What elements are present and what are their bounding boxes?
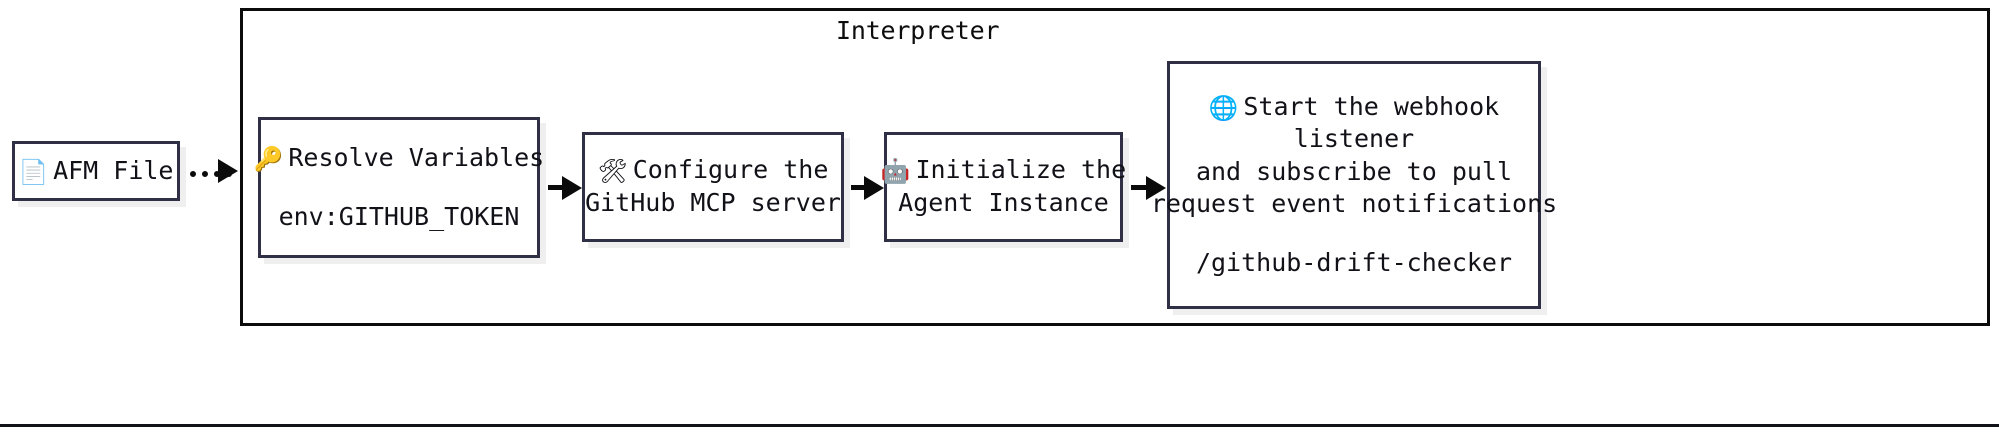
node-start-webhook-listener-line-1: 🌐Start the webhook [1209,91,1499,124]
key-icon: 🔑 [253,144,284,173]
node-initialize-agent-line-1: 🤖Initialize the [881,154,1126,187]
node-configure-github-mcp-line-1: 🛠Configure the [598,154,829,187]
node-start-webhook-listener-line-2: listener [1293,124,1415,154]
robot-icon: 🤖 [880,157,911,186]
node-initialize-agent[interactable]: 🤖Initialize the Agent Instance [881,132,1126,242]
edge-configure-to-initialize [851,185,873,190]
edge-initialize-to-webhook [1131,185,1155,190]
globe-icon: 🌐 [1208,93,1239,122]
node-initialize-agent-line-2: Agent Instance [898,188,1109,218]
node-configure-github-mcp-line-2: GitHub MCP server [585,188,841,218]
node-afm-file[interactable]: 📄AFM File [12,141,180,201]
node-start-webhook-listener-line-4: request event notifications [1150,189,1558,219]
subgraph-interpreter [240,8,1990,326]
node-start-webhook-listener-line-3: and subscribe to pull [1195,156,1513,186]
edge-configure-to-initialize-arrowhead [864,176,884,200]
node-configure-github-mcp-label: Configure the [632,155,829,185]
node-resolve-variables-label: Resolve Variables [288,142,545,172]
node-configure-github-mcp[interactable]: 🛠Configure the GitHub MCP server [582,132,844,242]
node-start-webhook-listener-label: Start the webhook [1243,91,1500,121]
node-start-webhook-listener[interactable]: 🌐Start the webhook listener and subscrib… [1151,61,1557,309]
document-icon: 📄 [18,157,49,186]
edge-afm-to-interpreter [190,171,232,177]
node-resolve-variables-line-1: 🔑Resolve Variables [254,142,544,175]
edge-initialize-to-webhook-arrowhead [1146,176,1166,200]
node-start-webhook-listener-path: /github-drift-checker [1195,247,1513,277]
edge-afm-to-interpreter-arrowhead [218,159,238,183]
subgraph-interpreter-label: Interpreter [836,16,1000,45]
page-divider [0,424,1999,427]
edge-resolve-to-configure-arrowhead [562,176,582,200]
node-initialize-agent-label: Initialize the [915,155,1127,185]
node-afm-file-line-1: 📄AFM File [19,155,174,188]
node-resolve-variables[interactable]: 🔑Resolve Variables env:GITHUB_TOKEN [254,117,544,258]
node-afm-file-label: AFM File [53,155,174,185]
node-resolve-variables-env: env:GITHUB_TOKEN [278,201,520,231]
tools-icon: 🛠 [597,157,628,186]
edge-resolve-to-configure [548,185,570,190]
